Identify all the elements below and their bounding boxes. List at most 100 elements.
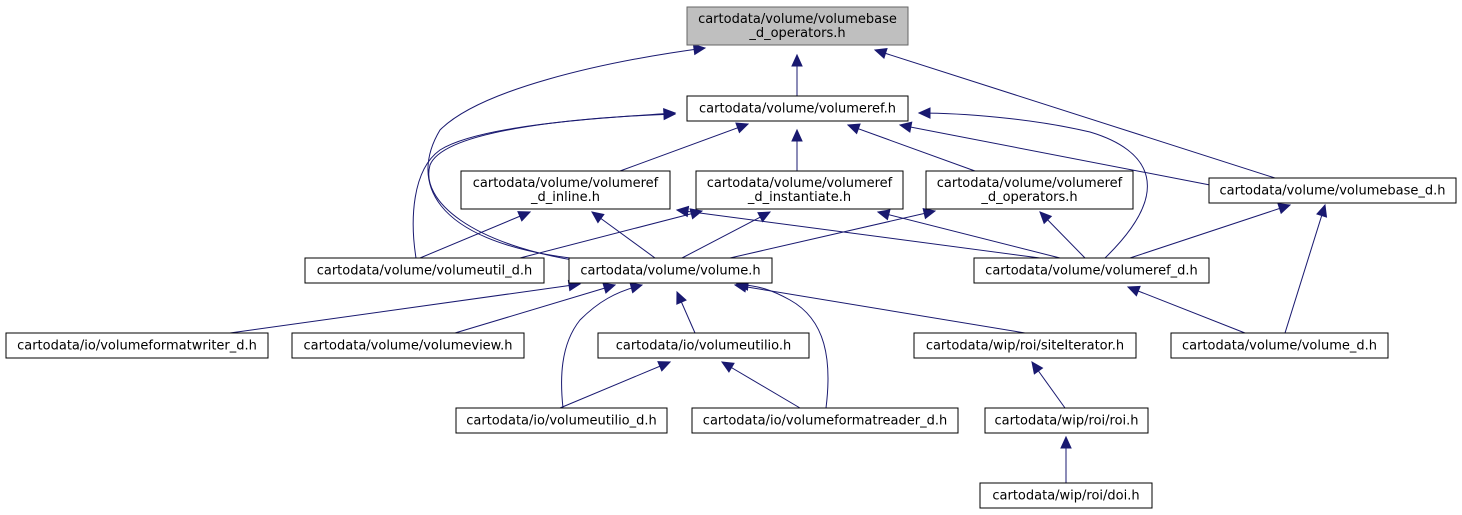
node-volumeformatwriter_d[interactable]: cartodata/io/volumeformatwriter_d.h [5, 332, 269, 359]
edge-volumeref_d-to-volumeref_d_instantiate-arrowhead [876, 209, 891, 221]
edge-volume-to-volumeref-arrowhead [663, 108, 677, 121]
edge-volume-to-volumeref_d_operators [729, 210, 936, 259]
node-label: cartodata/wip/roi/doi.h [992, 489, 1139, 504]
node-volumeutilio[interactable]: cartodata/io/volumeutilio.h [597, 332, 810, 359]
node-volumeformatreader_d[interactable]: cartodata/io/volumeformatreader_d.h [691, 407, 959, 434]
node-label: cartodata/wip/roi/roi.h [994, 414, 1138, 429]
edge-volumeref_d_operators-to-volumeref [847, 124, 976, 172]
edge-volumeutilio_d-to-volume-arrowhead [629, 282, 644, 294]
node-label: cartodata/volume/volumeref [473, 176, 659, 191]
node-box [691, 407, 959, 434]
node-box [1170, 332, 1389, 359]
edge-volume_d-to-volumebase_d-arrowhead [1316, 203, 1328, 218]
edge-volumeref_d_inline-to-volumeref-arrowhead [735, 122, 750, 134]
node-label: cartodata/volume/volumebase_d.h [1220, 184, 1446, 199]
node-label: _d_inline.h [530, 190, 600, 205]
edge-volumeformatreader_d-to-volumeutilio-arrowhead [720, 361, 735, 373]
nodes-layer: cartodata/volume/volumebase_d_operators.… [5, 6, 1457, 509]
edge-volumeref_d-to-volumeref [918, 112, 1148, 259]
node-volumeref_d[interactable]: cartodata/volume/volumeref_d.h [973, 257, 1210, 284]
edge-volumeref_d-to-volumebase_d-arrowhead [1277, 203, 1292, 215]
edge-volume_d-to-volumebase_d [1284, 204, 1326, 334]
node-roi[interactable]: cartodata/wip/roi/roi.h [984, 407, 1149, 434]
edge-roi-to-siteIterator-arrowhead [1031, 361, 1044, 375]
edge-volume-to-volumeref [428, 113, 676, 263]
node-volume[interactable]: cartodata/volume/volume.h [568, 257, 773, 284]
edge-volumeutil_d-to-volumeref_d_inline-arrowhead [517, 211, 532, 222]
edge-volumeref_d_instantiate-to-volumeref-arrowhead [791, 128, 803, 142]
node-label: cartodata/volume/volumeref_d.h [985, 264, 1198, 279]
node-label: cartodata/volume/volumeutil_d.h [317, 264, 533, 279]
edge-volumeref_d_inline-to-volumeref [619, 123, 749, 172]
node-volumebase_d_operators[interactable]: cartodata/volume/volumebase_d_operators.… [686, 6, 909, 46]
edge-volumeref_d_operators-to-volumeref-arrowhead [846, 123, 861, 135]
node-label: cartodata/io/volumeutilio_d.h [466, 414, 657, 429]
node-label: cartodata/wip/roi/siteIterator.h [926, 339, 1124, 354]
node-box [913, 332, 1137, 359]
node-label: _d_operators.h [980, 190, 1077, 205]
edge-volume-to-volumebase_d_operators [427, 47, 706, 259]
edge-volumeutil_d-to-volumeref_d_instantiate [519, 210, 703, 259]
edge-volumeutil_d-to-volumeref_d_inline [419, 211, 531, 259]
node-box [979, 482, 1153, 509]
node-label: cartodata/volume/volume.h [580, 264, 760, 279]
edge-volume_d-to-volumeref_d-arrowhead [1126, 285, 1141, 297]
edge-volumeutilio_d-to-volume [561, 284, 643, 409]
node-label: cartodata/io/volumeformatreader_d.h [703, 414, 947, 429]
edge-volumeref-to-volumebase_d_operators-arrowhead [791, 53, 803, 67]
edge-volumeview-to-volume-arrowhead [602, 282, 617, 294]
edge-volume-to-volumeref_d_instantiate-arrowhead [757, 211, 772, 223]
edges-layer [229, 43, 1328, 483]
edge-volume-to-volumeref_d_operators-arrowhead [922, 207, 937, 220]
node-label: _d_operators.h [748, 26, 845, 41]
node-volumeref_d_operators[interactable]: cartodata/volume/volumeref_d_operators.h [925, 170, 1134, 210]
node-box [973, 257, 1210, 284]
node-volumeview[interactable]: cartodata/volume/volumeview.h [291, 332, 525, 359]
node-volumeref[interactable]: cartodata/volume/volumeref.h [686, 95, 909, 122]
edge-volumeutil_d-to-volumeref_d_instantiate-arrowhead [689, 208, 704, 220]
edge-volumeutilio_d-to-volumeutilio-arrowhead [657, 361, 672, 372]
edge-volume_d-to-volumeref_d [1127, 286, 1246, 334]
edge-volumeref_d-to-volumeref_d_instantiate [877, 211, 1061, 259]
node-label: cartodata/volume/volumeref.h [699, 102, 896, 117]
edge-volumebase_d-to-volumeref-arrowhead [898, 121, 913, 133]
node-box [5, 332, 269, 359]
edge-volumeformatreader_d-to-volumeutilio [721, 361, 801, 409]
edge-volume-to-volumeref_d_inline [591, 211, 656, 259]
node-box [686, 6, 909, 46]
node-label: cartodata/volume/volumeview.h [304, 339, 513, 354]
node-box [455, 407, 668, 434]
node-volumeutil_d[interactable]: cartodata/volume/volumeutil_d.h [304, 257, 545, 284]
node-box [695, 170, 904, 210]
node-box [1208, 177, 1457, 204]
node-volumeref_d_inline[interactable]: cartodata/volume/volumeref_d_inline.h [460, 170, 671, 210]
edge-volumeref_d-to-volumeref_d_inline [676, 209, 1041, 259]
edge-volumeref_d-to-volumeref_d_inline-arrowhead [675, 205, 690, 218]
edge-volume-to-volumebase_d_operators-arrowhead [692, 43, 707, 56]
edge-volumebase_d-to-volumeref [899, 124, 1211, 186]
node-label: cartodata/volume/volumebase [698, 12, 897, 27]
node-label: cartodata/volume/volumeref [707, 176, 893, 191]
edge-volumebase_d-to-volumebase_d_operators-arrowhead [873, 48, 888, 60]
edge-volumeformatreader_d-to-volume [736, 283, 829, 409]
node-volumeref_d_instantiate[interactable]: cartodata/volume/volumeref_d_instantiate… [695, 170, 904, 210]
node-volumeutilio_d[interactable]: cartodata/io/volumeutilio_d.h [455, 407, 668, 434]
node-siteIterator[interactable]: cartodata/wip/roi/siteIterator.h [913, 332, 1137, 359]
node-box [460, 170, 671, 210]
edge-volumeref_d-to-volumeref_d_operators-arrowhead [1039, 211, 1053, 225]
node-label: cartodata/io/volumeformatwriter_d.h [17, 339, 257, 354]
node-doi[interactable]: cartodata/wip/roi/doi.h [979, 482, 1153, 509]
edge-siteIterator-to-volume [734, 284, 1026, 334]
node-box [597, 332, 810, 359]
edge-volumeref_d-to-volumebase_d [1129, 204, 1291, 259]
node-label: cartodata/volume/volume_d.h [1182, 339, 1377, 354]
node-volumebase_d[interactable]: cartodata/volume/volumebase_d.h [1208, 177, 1457, 204]
edge-volumeutilio_d-to-volumeutilio [559, 361, 671, 409]
node-box [304, 257, 545, 284]
edge-doi-to-roi-arrowhead [1060, 435, 1072, 449]
node-volume_d[interactable]: cartodata/volume/volume_d.h [1170, 332, 1389, 359]
edge-volumeview-to-volume [454, 284, 616, 334]
edge-volumeref_d-to-volumeref-arrowhead [917, 107, 931, 119]
node-label: cartodata/io/volumeutilio.h [616, 339, 792, 354]
